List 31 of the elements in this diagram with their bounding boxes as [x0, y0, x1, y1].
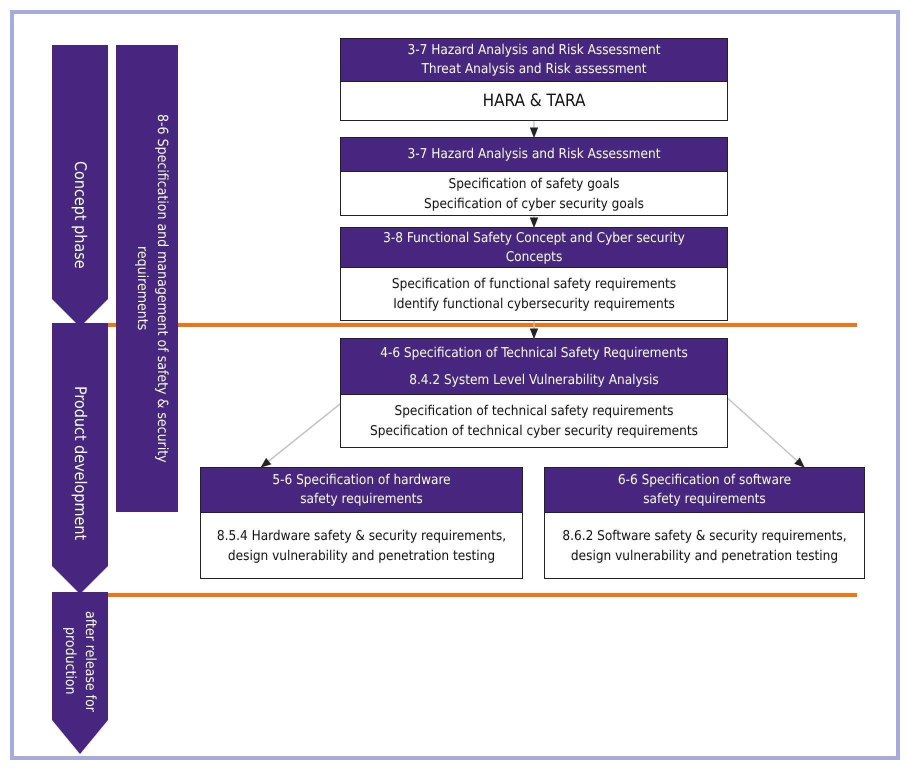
arrow: [260, 403, 340, 468]
header-title: 6-6 Specification of software safety requirements: [616, 471, 792, 509]
header-title: 5-6 Specification of hardware safety requirements: [271, 471, 452, 509]
arrow: [530, 216, 538, 228]
box-text: Specification of safety goals Specification of cyber security goals: [423, 174, 645, 214]
process-box: [340, 38, 728, 121]
box-text: 8.6.2 Software safety & security requirements, design vulnerability and penetration testing: [561, 526, 848, 566]
process-box: [340, 227, 728, 321]
arrow: [530, 321, 538, 340]
arrow: [530, 121, 538, 138]
process-box: [340, 338, 728, 448]
process-box: [200, 467, 523, 579]
process-box: [340, 137, 728, 216]
header-title: 3-7 Hazard Analysis and Risk Assessment: [406, 145, 662, 164]
phase-label: after release for production: [61, 610, 99, 714]
box-text: Specification of technical safety requirements Specification of technical cyber security requirements: [369, 402, 699, 441]
process-bar: [116, 45, 178, 512]
phase-band: [52, 592, 108, 754]
phase-label: Product development: [70, 384, 91, 542]
header-title: 8.4.2 System Level Vulnerability Analysis: [408, 371, 660, 390]
box-text: Specification of functional safety requirements Identify functional cybersecurity requirements: [390, 275, 678, 314]
phase-band: [52, 323, 108, 594]
header-title: 3-7 Hazard Analysis and Risk Assessment Threat Analysis and Risk assessment: [406, 41, 662, 79]
header-title: 4-6 Specification of Technical Safety Requirements: [379, 344, 689, 362]
process-box: [544, 467, 865, 579]
box-text: 8.5.4 Hardware safety & security requirements, design vulnerability and penetration testing: [216, 526, 508, 566]
box-text: HARA & TARA: [482, 91, 586, 111]
arrow: [728, 398, 805, 468]
phase-label: 8-6 Specification and management of safety & security requirements: [133, 113, 171, 465]
header-title: 3-8 Functional Safety Concept and Cyber security Concepts: [382, 228, 686, 266]
phase-label: Concept phase: [70, 160, 91, 271]
